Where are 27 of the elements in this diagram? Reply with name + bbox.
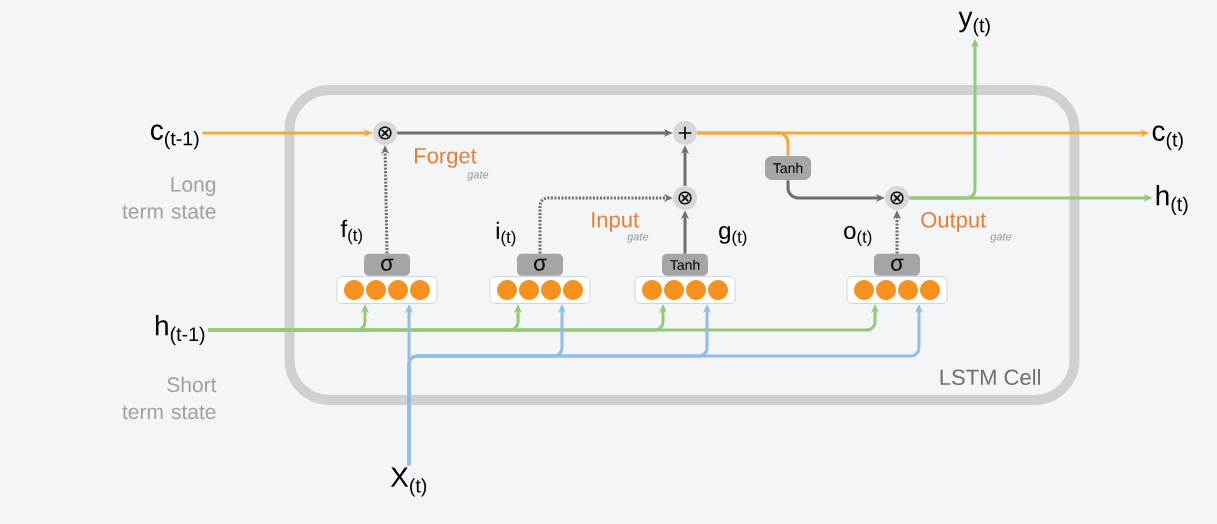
variable-label: h$_{(t-1)}$: [155, 315, 205, 345]
node-label: Tanh: [670, 259, 700, 270]
node-label: σ: [534, 258, 547, 271]
node-label: σ: [891, 258, 904, 271]
neural-layer: Tanh: [634, 253, 736, 304]
variable-label: X$_{(t)}$: [390, 467, 427, 497]
gate-label: Forget: [415, 148, 477, 168]
state-label: Short term state: [122, 376, 217, 420]
state-label: Long term state: [122, 177, 216, 219]
neural-layer: σ: [846, 253, 948, 304]
connector-line: [697, 131, 790, 156]
gate-label: Input: [592, 212, 639, 232]
gate-label: gate: [990, 233, 1012, 243]
edge-label: i$_{(t)}$: [496, 221, 516, 247]
variable-label: c$_{(t-1)}$: [151, 124, 199, 150]
variable-label: c$_{(t)}$: [1152, 125, 1183, 151]
gate-label: gate: [627, 233, 649, 243]
variable-label: h$_{(t)}$: [1156, 185, 1188, 215]
gate-label: gate: [467, 171, 489, 181]
edge-label: g$_{(t)}$: [719, 225, 747, 247]
neural-layer: σ: [489, 253, 591, 304]
neural-layer: σ: [336, 253, 438, 304]
edge-label: f$_{(t)}$: [340, 219, 362, 245]
gate-label: Output: [921, 212, 987, 232]
node-label: σ: [381, 258, 394, 271]
edge-label: o$_{(t)}$: [844, 225, 872, 247]
variable-label: y$_{(t)}$: [958, 11, 990, 37]
